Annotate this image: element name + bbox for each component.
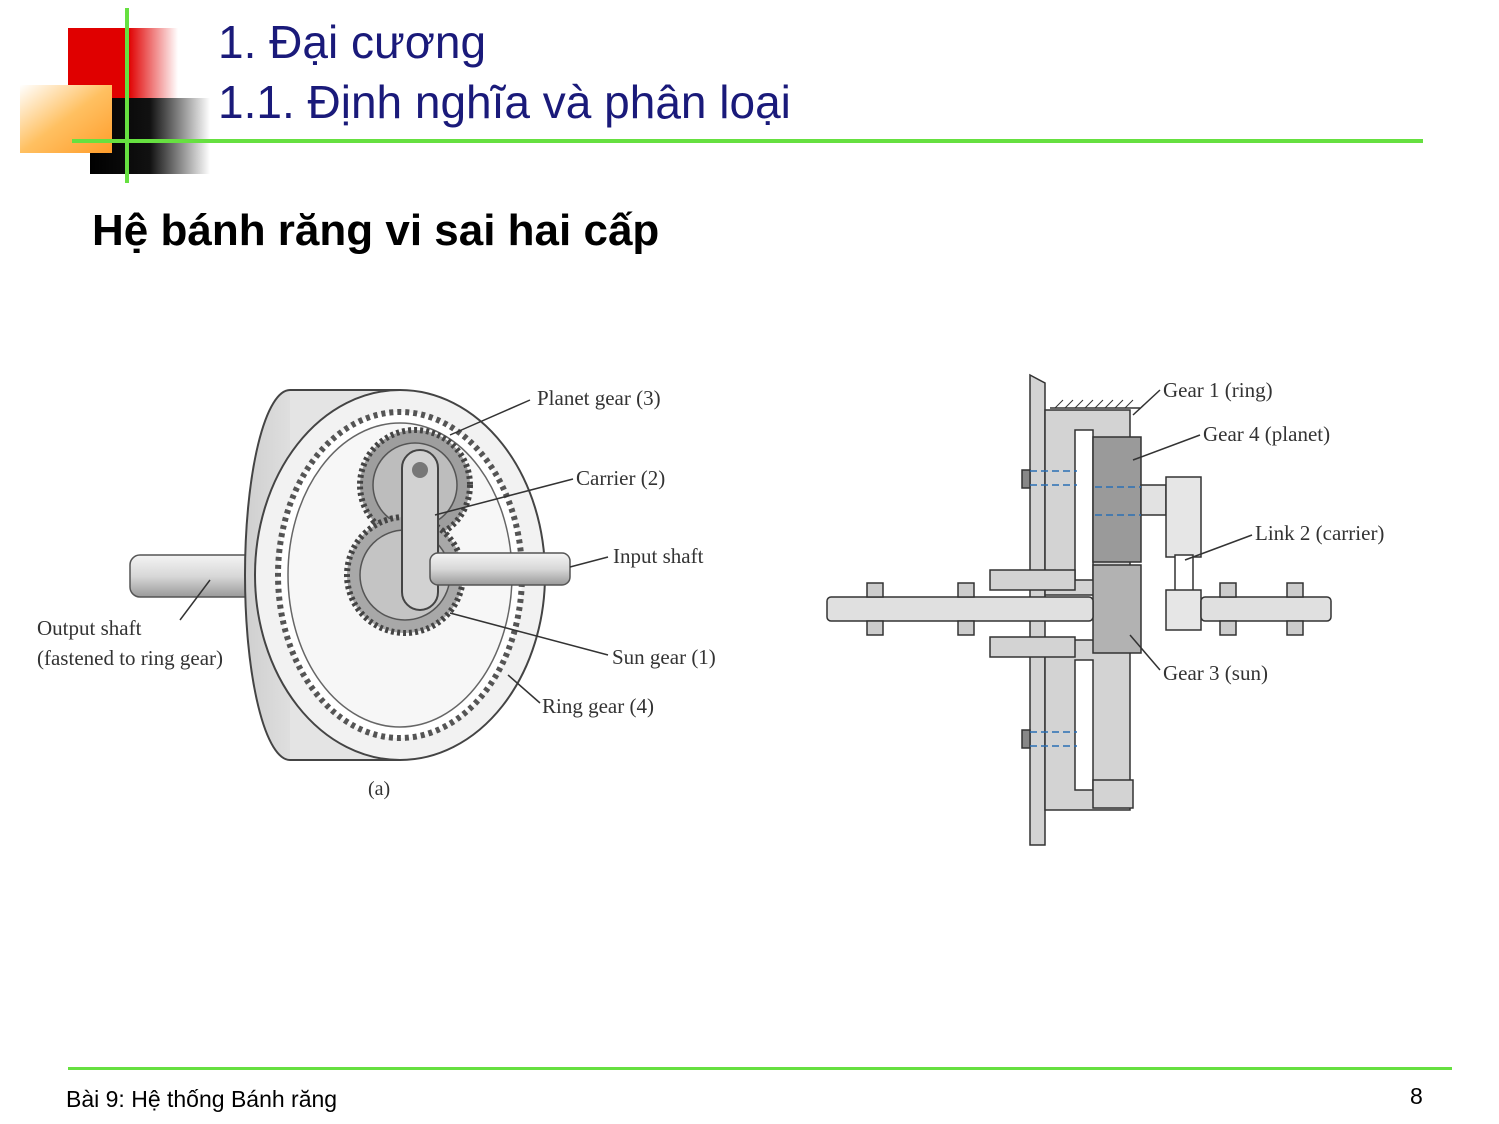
label-output-shaft: Output shaft <box>37 616 142 640</box>
footer-line <box>68 1067 1452 1070</box>
slide-title: 1. Đại cương 1.1. Định nghĩa và phân loạ… <box>218 12 791 132</box>
slide-subtitle: Hệ bánh răng vi sai hai cấp <box>92 206 660 255</box>
planetary-gear-schematic-b: Gear 1 (ring) Gear 4 (planet) Link 2 (ca… <box>826 373 1384 846</box>
figure-caption: (a) <box>368 778 390 800</box>
label-planet-gear: Planet gear (3) <box>537 386 661 410</box>
vertical-accent-line <box>125 8 129 183</box>
label-output-shaft-note: (fastened to ring gear) <box>37 646 223 670</box>
label-carrier: Carrier (2) <box>576 466 665 490</box>
corner-decoration <box>20 28 210 174</box>
label-sun-gear: Sun gear (1) <box>612 645 716 669</box>
input-shaft <box>429 552 571 586</box>
label-input-shaft: Input shaft <box>613 544 704 568</box>
carrier <box>401 449 439 611</box>
page-number: 8 <box>1410 1083 1423 1109</box>
label-gear4-planet: Gear 4 (planet) <box>1203 422 1330 446</box>
footer-text: Bài 9: Hệ thống Bánh răng <box>66 1086 338 1112</box>
label-gear3-sun: Gear 3 (sun) <box>1163 661 1268 685</box>
label-gear1-ring: Gear 1 (ring) <box>1163 378 1273 402</box>
title-line-2: 1.1. Định nghĩa và phân loại <box>218 76 791 128</box>
label-link2-carrier: Link 2 (carrier) <box>1255 521 1384 545</box>
output-shaft <box>129 554 261 598</box>
label-ring-gear: Ring gear (4) <box>542 694 654 718</box>
title-line-1: 1. Đại cương <box>218 16 487 68</box>
planetary-gear-figure-a: Planet gear (3) Carrier (2) Input shaft … <box>37 386 716 800</box>
title-underline <box>72 139 1423 143</box>
